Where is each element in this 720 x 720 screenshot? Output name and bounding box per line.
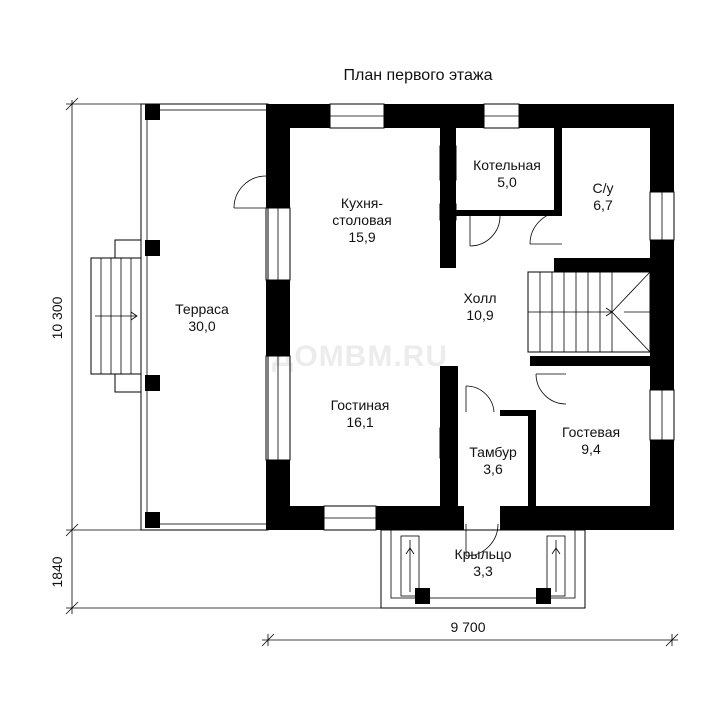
room-name: Кухня- (341, 195, 383, 211)
room-area: 3,6 (483, 461, 503, 477)
room-name: Котельная (473, 157, 541, 173)
room-name: Тамбур (469, 444, 517, 460)
room-name: Холл (464, 290, 497, 306)
appliance (439, 145, 457, 181)
room-living-label: Гостиная 16,1 (331, 397, 390, 430)
room-boiler-label: Котельная 5,0 (473, 157, 541, 190)
terrace-post (145, 240, 160, 256)
terrace-post (145, 512, 160, 528)
terrace-step-side (114, 373, 142, 393)
watermark: ДОМВМ.RU (272, 340, 448, 373)
dimension-height-porch: 1840 (49, 556, 65, 587)
room-hall-label: Холл 10,9 (464, 290, 497, 323)
windows (265, 103, 675, 531)
room-name: С/у (593, 180, 614, 196)
room-area: 9,4 (581, 441, 601, 457)
room-name: Гостевая (562, 424, 620, 440)
appliances (439, 145, 457, 459)
room-area: 5,0 (497, 174, 517, 190)
room-vestibule-label: Тамбур 3,6 (469, 444, 517, 477)
terrace-step-side (114, 239, 142, 259)
exterior-walls (266, 104, 674, 530)
room-name: Крыльцо (454, 546, 511, 562)
room-area: 3,3 (473, 563, 493, 579)
dimension-height-main: 10 300 (49, 296, 65, 339)
terrace-inner-line (146, 109, 269, 525)
room-name: столовая (332, 212, 392, 228)
room-bathroom-label: С/у 6,7 (593, 180, 614, 213)
porch (380, 529, 586, 609)
room-area: 30,0 (188, 318, 215, 334)
doors (233, 175, 567, 557)
room-terrace-label: Терраса 30,0 (175, 301, 229, 334)
terrace-post (145, 375, 160, 391)
room-name: Терраса (175, 301, 229, 317)
interior-walls (440, 128, 650, 506)
room-guest-label: Гостевая 9,4 (562, 424, 620, 457)
terrace (90, 103, 269, 531)
porch-post (536, 588, 551, 604)
dimension-lines (65, 97, 679, 647)
terrace-post (145, 104, 160, 120)
room-area: 10,9 (466, 307, 493, 323)
room-area: 16,1 (346, 414, 373, 430)
room-kitchen-label: Кухня- столовая 15,9 (332, 195, 392, 245)
porch-post (415, 588, 430, 604)
room-name: Гостиная (331, 397, 390, 413)
room-porch-label: Крыльцо 3,3 (454, 546, 511, 579)
appliance (439, 427, 457, 459)
room-area: 15,9 (348, 229, 375, 245)
plan-title: План первого этажа (344, 67, 493, 84)
dimension-width: 9 700 (450, 619, 485, 635)
stairs (527, 271, 651, 353)
room-area: 6,7 (593, 197, 613, 213)
appliance (439, 203, 457, 221)
terrace-outline (140, 103, 269, 531)
